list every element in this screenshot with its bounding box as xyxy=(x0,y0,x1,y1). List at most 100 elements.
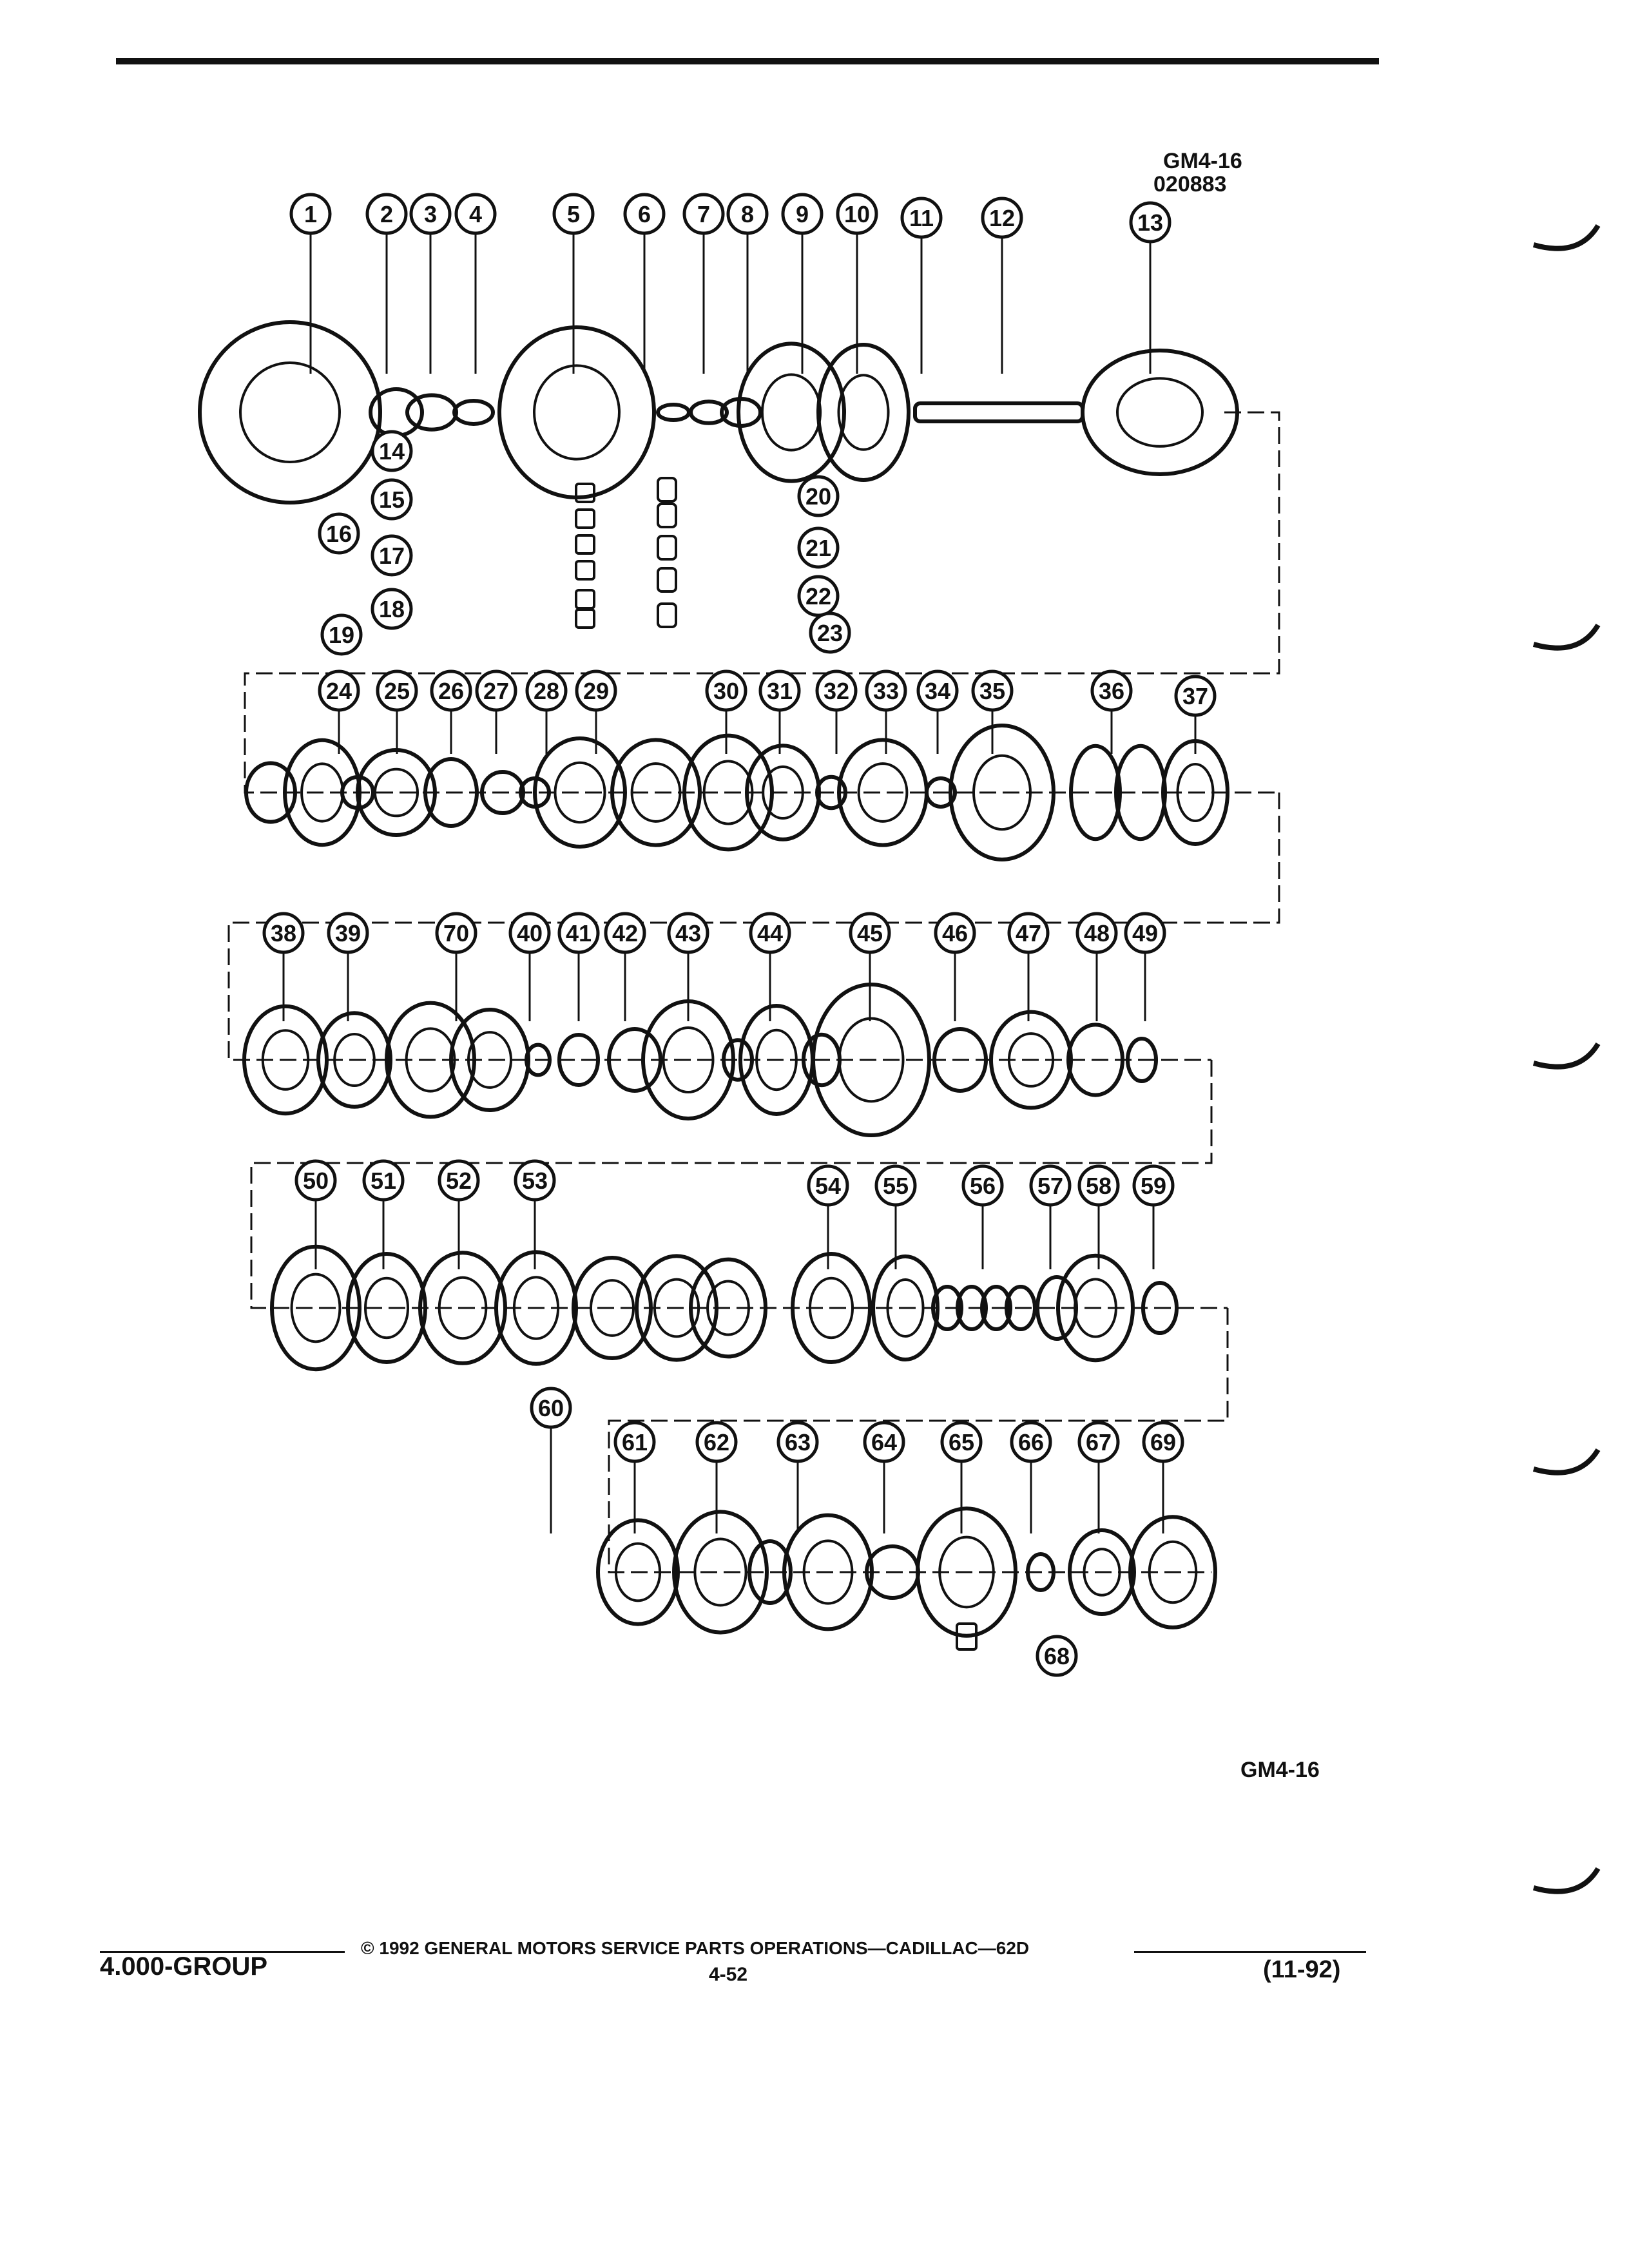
svg-text:16: 16 xyxy=(326,521,352,547)
callout-26: 26 xyxy=(430,669,472,712)
callout-47: 47 xyxy=(1007,912,1050,954)
svg-text:18: 18 xyxy=(379,596,405,622)
svg-text:66: 66 xyxy=(1018,1429,1044,1456)
spring-part-1 xyxy=(657,477,677,503)
part-inner-row5-2 xyxy=(693,1537,747,1607)
svg-text:17: 17 xyxy=(379,543,405,569)
callout-15: 15 xyxy=(371,478,413,521)
callout-3: 3 xyxy=(409,193,452,235)
footer-group: 4.000-GROUP xyxy=(100,1952,268,1981)
callout-49: 49 xyxy=(1124,912,1166,954)
valve-part-1 xyxy=(575,483,595,503)
svg-text:35: 35 xyxy=(979,678,1005,704)
input-shaft xyxy=(913,401,1084,423)
callout-10: 10 xyxy=(836,193,878,235)
callout-21: 21 xyxy=(797,526,840,569)
footer-rule-right xyxy=(1134,1951,1366,1953)
svg-text:33: 33 xyxy=(873,678,899,704)
callout-19: 19 xyxy=(320,613,363,656)
svg-text:30: 30 xyxy=(713,678,739,704)
callout-53: 53 xyxy=(514,1159,556,1202)
svg-text:57: 57 xyxy=(1037,1173,1063,1199)
svg-text:31: 31 xyxy=(767,678,793,704)
spring-part-3 xyxy=(657,535,677,561)
part-inner-row4-1 xyxy=(290,1273,342,1343)
callout-23: 23 xyxy=(809,611,851,654)
callout-29: 29 xyxy=(575,669,617,712)
svg-text:26: 26 xyxy=(438,678,464,704)
svg-text:5: 5 xyxy=(567,201,580,227)
svg-text:22: 22 xyxy=(805,583,831,610)
footer-page: 4-52 xyxy=(709,1964,748,1985)
part-inner-row1-11 xyxy=(1116,377,1204,448)
svg-text:34: 34 xyxy=(925,678,950,704)
part-row1-6 xyxy=(656,403,691,422)
callout-33: 33 xyxy=(865,669,907,712)
callout-68: 68 xyxy=(1036,1635,1078,1677)
svg-text:63: 63 xyxy=(785,1429,811,1456)
svg-text:47: 47 xyxy=(1016,920,1041,947)
callout-41: 41 xyxy=(557,912,600,954)
part-inner-row1-9 xyxy=(760,373,822,452)
top-rule xyxy=(116,58,1379,64)
part-row1-1 xyxy=(198,320,382,505)
callout-17: 17 xyxy=(371,534,413,577)
part-inner-row1-10 xyxy=(837,374,890,451)
svg-text:68: 68 xyxy=(1044,1643,1070,1669)
figure-code-top: GM4-16 xyxy=(1163,149,1242,173)
callout-39: 39 xyxy=(327,912,369,954)
svg-text:56: 56 xyxy=(970,1173,996,1199)
spring-part-5 xyxy=(657,602,677,628)
svg-text:28: 28 xyxy=(534,678,559,704)
callout-22: 22 xyxy=(797,575,840,617)
callout-65: 65 xyxy=(940,1421,983,1463)
svg-text:51: 51 xyxy=(371,1168,396,1194)
callout-43: 43 xyxy=(667,912,709,954)
callout-70: 70 xyxy=(435,912,477,954)
valve-part-5 xyxy=(575,589,595,610)
svg-text:70: 70 xyxy=(443,920,469,947)
svg-text:42: 42 xyxy=(612,920,638,947)
svg-text:6: 6 xyxy=(638,201,651,227)
callout-14: 14 xyxy=(371,430,413,472)
svg-text:69: 69 xyxy=(1150,1429,1176,1456)
callout-32: 32 xyxy=(815,669,858,712)
part-row1-11 xyxy=(1081,349,1239,476)
callout-64: 64 xyxy=(863,1421,905,1463)
spring-part-4 xyxy=(657,567,677,593)
svg-text:21: 21 xyxy=(805,535,831,561)
callout-38: 38 xyxy=(262,912,305,954)
svg-text:14: 14 xyxy=(379,438,405,465)
part-inner-row1-5 xyxy=(533,364,621,461)
part-row1-4 xyxy=(452,399,495,426)
svg-text:1: 1 xyxy=(304,201,317,227)
svg-text:60: 60 xyxy=(538,1395,564,1421)
svg-text:65: 65 xyxy=(949,1429,974,1456)
svg-text:37: 37 xyxy=(1182,683,1208,709)
callout-58: 58 xyxy=(1077,1164,1120,1207)
callout-46: 46 xyxy=(934,912,976,954)
svg-text:41: 41 xyxy=(566,920,592,947)
svg-text:49: 49 xyxy=(1132,920,1158,947)
svg-text:38: 38 xyxy=(271,920,296,947)
part-row1-9 xyxy=(737,341,846,483)
svg-text:59: 59 xyxy=(1141,1173,1166,1199)
callout-28: 28 xyxy=(525,669,568,712)
part-row1-3 xyxy=(405,393,458,432)
valve-part-6 xyxy=(575,608,595,629)
svg-text:62: 62 xyxy=(704,1429,729,1456)
callout-44: 44 xyxy=(749,912,791,954)
part-inner-row2-13 xyxy=(857,762,909,823)
plug-68 xyxy=(956,1622,978,1651)
callout-55: 55 xyxy=(874,1164,917,1207)
svg-text:9: 9 xyxy=(796,201,809,227)
footer-copyright: © 1992 GENERAL MOTORS SERVICE PARTS OPER… xyxy=(361,1938,1030,1958)
callout-45: 45 xyxy=(849,912,891,954)
figure-number: 020883 xyxy=(1153,172,1227,197)
svg-text:27: 27 xyxy=(483,678,509,704)
footer-date: (11-92) xyxy=(1263,1956,1341,1983)
svg-text:2: 2 xyxy=(380,201,393,227)
callout-62: 62 xyxy=(695,1421,738,1463)
valve-part-2 xyxy=(575,508,595,529)
callout-66: 66 xyxy=(1010,1421,1052,1463)
